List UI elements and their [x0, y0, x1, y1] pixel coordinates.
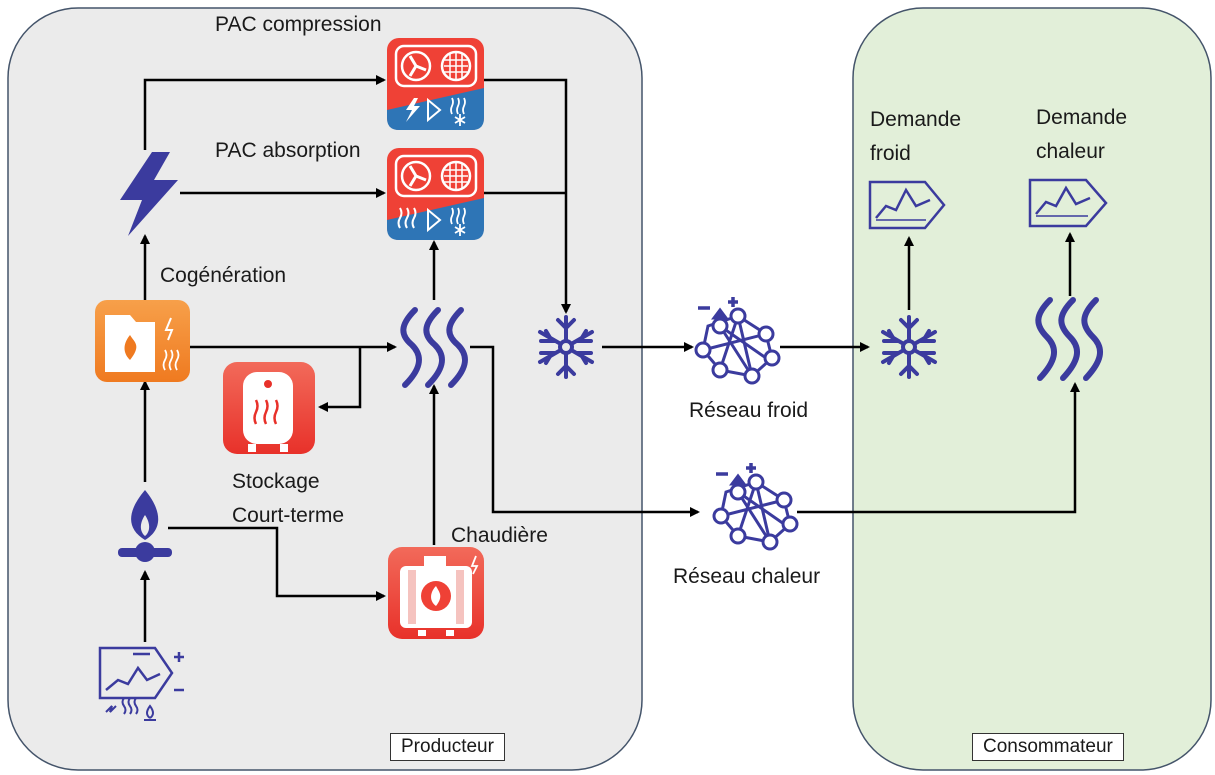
storage-label-line1: Stockage: [232, 470, 320, 493]
producer-zone: [7, 7, 643, 771]
arrow-gas-to-boiler: [168, 526, 386, 601]
lightning-icon: [120, 152, 178, 236]
arrow-pac-compression-to-cold: [484, 78, 571, 314]
cogeneration-icon: [95, 300, 190, 382]
cold-demand-label-line2: froid: [870, 142, 911, 165]
consumer-zone-label: Consommateur: [972, 733, 1124, 761]
consumer-zone: [852, 7, 1212, 771]
storage-label-line2: Court-terme: [232, 504, 345, 527]
pac-compression-icon: [387, 38, 484, 130]
storage-tank-icon: [223, 362, 315, 454]
snowflake-icon: [538, 315, 594, 379]
cogeneration-label: Cogénération: [160, 264, 287, 287]
producer-zone-label: Producteur: [390, 733, 505, 761]
connectors: [140, 75, 1080, 642]
heat-network-icon: [712, 463, 799, 551]
heat-demand-chart-icon: [1028, 178, 1108, 228]
pac-absorption-label: PAC absorption: [215, 139, 361, 162]
consumer-snowflake-icon: [881, 315, 937, 379]
boiler-icon: [388, 547, 484, 639]
cold-network-label: Réseau froid: [689, 399, 809, 422]
arrow-heat-to-heat-network: [470, 345, 700, 517]
cold-network-icon: [694, 297, 781, 385]
heat-waves-icon: [400, 307, 469, 388]
arrow-heat-network-to-consumer-heat: [797, 382, 1080, 514]
cold-demand-chart-icon: [868, 180, 946, 230]
heat-demand-label-line1: Demande: [1036, 106, 1128, 129]
arrow-heat-to-storage: [318, 347, 362, 412]
gas-flame-icon: [118, 490, 172, 562]
market-chart-icon: [98, 646, 184, 721]
pac-compression-label: PAC compression: [215, 13, 382, 36]
heat-demand-label-line2: chaleur: [1036, 140, 1105, 163]
pac-absorption-icon: [387, 148, 484, 240]
heat-network-label: Réseau chaleur: [673, 565, 821, 588]
arrow-electricity-to-pac-compression: [143, 75, 386, 150]
boiler-label: Chaudière: [451, 524, 548, 547]
cold-demand-label-line1: Demande: [870, 108, 962, 131]
consumer-heat-waves-icon: [1035, 297, 1104, 381]
